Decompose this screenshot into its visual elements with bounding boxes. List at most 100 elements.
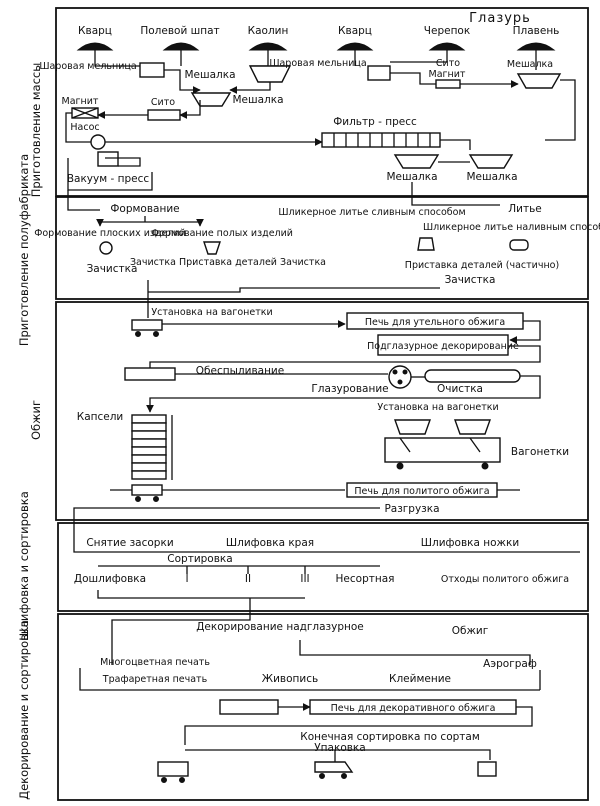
label-cleaning-1: Зачистка xyxy=(87,263,138,275)
label-decor-kiln: Печь для декоративного обжига xyxy=(331,703,496,714)
label-dedusting: Обеспыливание xyxy=(196,365,284,377)
label-multicolor: Многоцветная печать xyxy=(100,657,210,668)
hollow-forming-symbol xyxy=(203,241,221,255)
magnet-2-cross xyxy=(71,107,99,119)
line-underglaze-dedust xyxy=(149,345,541,370)
slip-fill-symbol xyxy=(509,239,529,251)
label-feldspar: Полевой шпат xyxy=(140,25,219,37)
label-trolleys: Вагонетки xyxy=(511,446,569,458)
label-install-trolley-2: Установка на вагонетки xyxy=(377,402,498,413)
pile-flux xyxy=(516,42,556,51)
section-frame-prep-semi xyxy=(55,196,589,300)
line-kiln-final xyxy=(184,706,533,745)
trolley-group-2 xyxy=(384,419,501,470)
svg-text:Шлифовка и сортировка: Шлифовка и сортировка xyxy=(17,491,31,640)
label-mixer-4: Мешалка xyxy=(466,171,517,183)
mixer-3 xyxy=(393,154,440,169)
label-regrinding: Дошлифовка xyxy=(74,573,146,585)
label-flat-forming: Формование плоских изделий xyxy=(34,228,186,239)
label-mixer-glaze: Мешалка xyxy=(507,59,553,70)
line-decor-right xyxy=(400,654,531,665)
line-final-bus xyxy=(185,749,491,760)
label-saggars: Капсели xyxy=(77,411,124,423)
sieve-2 xyxy=(147,109,181,121)
final-trolley-2-wheel-a xyxy=(319,773,325,779)
label-cleaning-cast: Зачистка xyxy=(445,274,496,286)
line-grades-merge xyxy=(97,590,305,599)
label-slip-fill: Шликерное литье наливным способом xyxy=(423,222,600,233)
label-filterpress: Фильтр - пресс xyxy=(333,116,417,128)
section-frame-firing xyxy=(55,301,589,521)
pile-feldspar xyxy=(162,42,200,51)
line-mill2-magnet xyxy=(390,72,436,85)
line-bisque-underglaze xyxy=(509,320,541,344)
ballmill-2 xyxy=(367,65,391,81)
line-filterpress-out xyxy=(440,139,471,150)
pump xyxy=(90,134,106,150)
mixer-1 xyxy=(248,65,292,83)
line-cleaning-saggars xyxy=(146,375,541,413)
trolley-3-wheel-b xyxy=(153,496,159,502)
label-packing: Упаковка xyxy=(314,742,365,754)
slip-drain-symbol xyxy=(417,237,435,251)
label-sorting: Сортировка xyxy=(167,553,232,565)
trolley-1-wheel-b xyxy=(153,331,159,337)
line-grinding-row xyxy=(73,540,580,553)
final-box xyxy=(477,761,497,777)
label-sieve-2: Сито xyxy=(151,97,175,108)
magnet-1 xyxy=(435,79,461,89)
trolley-3-wheel-a xyxy=(135,496,141,502)
label-ballmill-1-a: Шаровая мельница xyxy=(39,61,136,72)
glazing-machine-dot-b xyxy=(402,369,408,375)
final-trolley-1-wheel-b xyxy=(179,777,185,783)
label-cleaning-2: Очистка xyxy=(437,383,483,395)
line-decor-collect xyxy=(79,668,540,691)
label-pump: Насос xyxy=(70,122,99,133)
svg-text:Приготовление полуфабриката: Приготовление полуфабриката xyxy=(17,154,31,346)
line-vacpress-loop xyxy=(67,158,153,191)
label-grade-1: I xyxy=(185,573,188,585)
label-nonstandard: Несортная xyxy=(336,573,395,585)
svg-text:Декорирование и сортировка: Декорирование и сортировка xyxy=(17,620,31,800)
trolley-3 xyxy=(131,484,163,496)
glazing-machine-dot-c xyxy=(397,379,403,385)
label-mixer-3: Мешалка xyxy=(386,171,437,183)
flat-forming-symbol xyxy=(99,241,113,255)
mixer-2 xyxy=(190,92,232,107)
section-title-prep-mass: Приготовление массы xyxy=(29,63,43,198)
pile-quartz-1 xyxy=(76,42,114,51)
label-quartz-2: Кварц xyxy=(338,25,372,37)
filterpress xyxy=(321,132,441,148)
line-mixer2-sieve xyxy=(179,100,201,119)
label-unloading: Разгрузка xyxy=(384,503,439,515)
line-magnet-pump xyxy=(65,112,91,143)
line-cullet xyxy=(390,50,448,63)
glazing-machine-dot-a xyxy=(392,369,398,375)
dedusting-box xyxy=(124,367,176,381)
section-title-decor: Декорирование и сортировка xyxy=(17,620,31,800)
label-underglaze: Подглазурное декорирование xyxy=(367,341,519,352)
label-sieve-1: Сито xyxy=(436,58,460,69)
svg-text:Обжиг: Обжиг xyxy=(29,400,43,440)
section-title-grinding: Шлифовка и сортировка xyxy=(17,491,31,640)
label-cullet: Черепок xyxy=(424,25,470,37)
svg-text:Приготовление массы: Приготовление массы xyxy=(29,63,43,198)
line-vacpress xyxy=(105,157,141,167)
filterpress-plates xyxy=(333,133,431,147)
label-airbrush: Аэрограф xyxy=(483,658,537,670)
ballmill-1 xyxy=(139,62,165,78)
label-grinding-legs: Шлифовка ножки xyxy=(421,537,519,549)
label-mixer-2: Мешалка xyxy=(232,94,283,106)
label-stencil: Трафаретная печать xyxy=(102,674,208,685)
label-waste: Отходы политого обжига xyxy=(441,574,569,585)
label-overglaze: Декорирование надглазурное xyxy=(196,621,364,633)
trolley-1-wheel-a xyxy=(135,331,141,337)
decor-tray xyxy=(219,699,279,715)
line-casting xyxy=(411,192,500,206)
line-mill-mixer2 xyxy=(164,69,201,94)
label-slip-drain: Шликерное литье сливным способом xyxy=(278,207,465,218)
mixer-4 xyxy=(468,154,514,169)
line-mixer1-mixer2 xyxy=(229,82,271,94)
label-ballmill-2: Шаровая мельница xyxy=(269,58,366,69)
